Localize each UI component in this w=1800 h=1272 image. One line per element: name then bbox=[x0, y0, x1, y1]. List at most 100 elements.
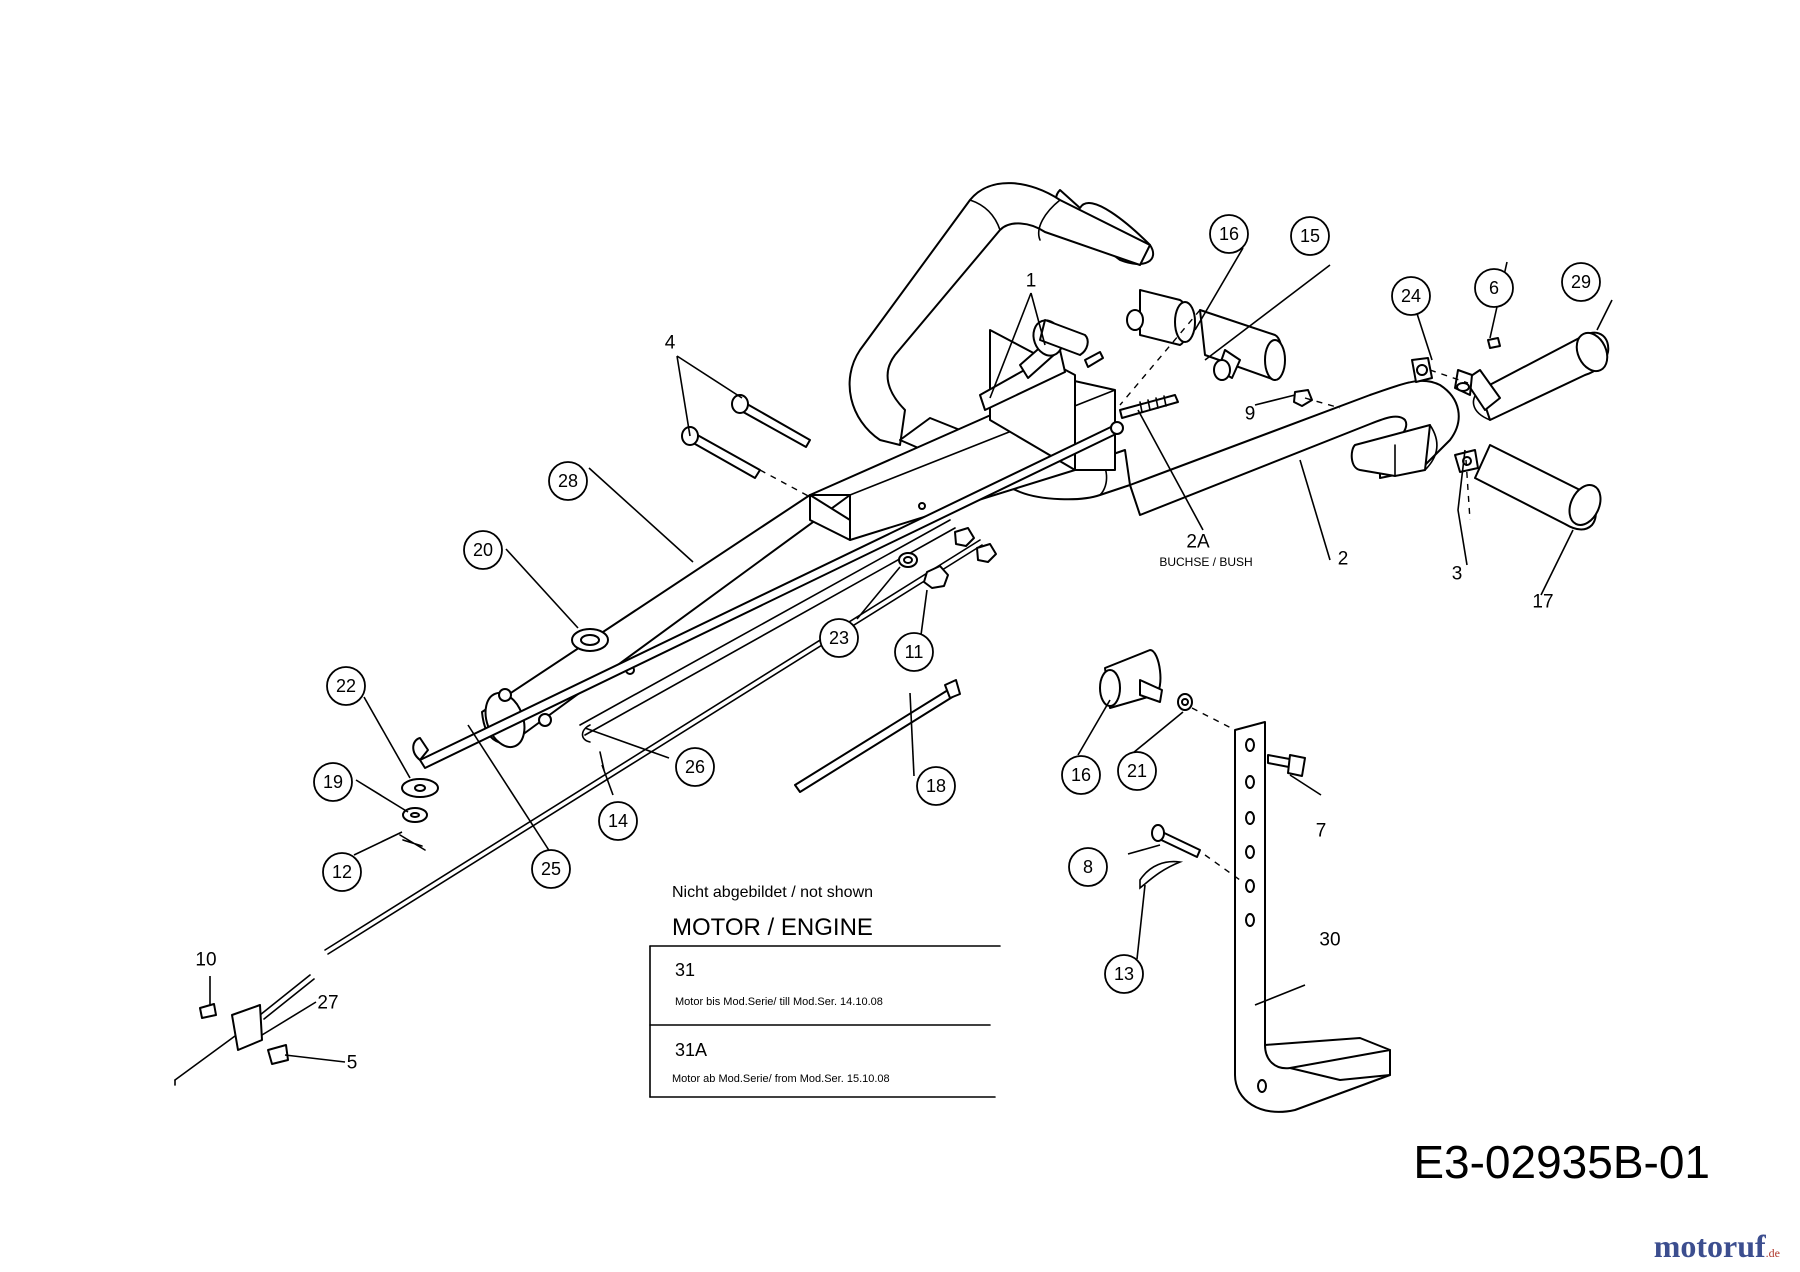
callout-circle bbox=[916, 766, 956, 806]
control-rods bbox=[412, 421, 1124, 769]
engine-row-description: Motor bis Mod.Serie/ till Mod.Ser. 14.10… bbox=[675, 996, 883, 1008]
cable-clamp bbox=[199, 1003, 289, 1065]
callout-15: 15 bbox=[1290, 216, 1330, 256]
cable-tie-18 bbox=[794, 679, 961, 793]
callout-circle bbox=[548, 461, 588, 501]
callout-29: 29 bbox=[1561, 262, 1601, 302]
logo-name: motoruf bbox=[1653, 1228, 1766, 1264]
not-shown-heading: Nicht abgebildet / not shown bbox=[672, 884, 874, 901]
callout-1: 1 bbox=[1026, 271, 1037, 292]
motoruf-logo: motoruf.de bbox=[1654, 1228, 1780, 1265]
callout-circle bbox=[1061, 755, 1101, 795]
callout-25: 25 bbox=[531, 849, 571, 889]
callout-16: 16 bbox=[1209, 214, 1249, 254]
callout-number: 5 bbox=[347, 1053, 358, 1074]
callout-number: 3 bbox=[1452, 564, 1463, 585]
tee-16-upper bbox=[1126, 289, 1196, 346]
callout-8: 8 bbox=[1068, 847, 1108, 887]
callout-number: 20 bbox=[473, 540, 493, 560]
engine-row-description: Motor ab Mod.Serie/ from Mod.Ser. 15.10.… bbox=[672, 1073, 890, 1085]
tee-15 bbox=[1199, 309, 1286, 381]
callout-number: 2A bbox=[1186, 532, 1210, 553]
engine-row-code: 31A bbox=[675, 1040, 708, 1060]
callout-19: 19 bbox=[313, 762, 353, 802]
callout-number: 6 bbox=[1489, 278, 1499, 298]
callout-number: 1 bbox=[1026, 271, 1037, 292]
callout-number: 15 bbox=[1300, 226, 1320, 246]
callout-14: 14 bbox=[598, 801, 638, 841]
callout-number: 8 bbox=[1083, 857, 1093, 877]
callout-number: 29 bbox=[1571, 272, 1591, 292]
callout-26: 26 bbox=[675, 747, 715, 787]
callout-number: 12 bbox=[332, 862, 352, 882]
callout-17: 17 bbox=[1532, 592, 1553, 613]
callout-number: 11 bbox=[905, 642, 924, 662]
callout-number: 21 bbox=[1127, 761, 1147, 781]
bolts-4 bbox=[681, 394, 811, 479]
callout-number: 2 bbox=[1338, 549, 1349, 570]
callout-number: 16 bbox=[1219, 224, 1239, 244]
callout-circle bbox=[463, 530, 503, 570]
callout-number: 27 bbox=[317, 993, 338, 1014]
bracket-clamp bbox=[1411, 337, 1501, 473]
grip-29 bbox=[1472, 331, 1610, 421]
assembly-lines bbox=[759, 309, 1471, 881]
callout-circle bbox=[1209, 214, 1249, 254]
drawing-number: E3-02935B-01 bbox=[1413, 1136, 1710, 1188]
callout-number: 7 bbox=[1316, 821, 1327, 842]
callout-number: 24 bbox=[1401, 286, 1421, 306]
callout-20: 20 bbox=[463, 530, 503, 570]
engine-group-title: MOTOR / ENGINE bbox=[672, 914, 873, 941]
grommet-20 bbox=[571, 628, 609, 652]
callout-16: 16 bbox=[1061, 755, 1101, 795]
callout-9: 9 bbox=[1245, 404, 1256, 425]
callout-11: 11 bbox=[894, 632, 934, 672]
callout-number: 18 bbox=[926, 776, 946, 796]
not-shown-table bbox=[649, 945, 1001, 1098]
callout-circle bbox=[531, 849, 571, 889]
callout-number: 28 bbox=[558, 471, 578, 491]
callout-number: 16 bbox=[1071, 765, 1091, 785]
threaded-rod bbox=[1084, 351, 1179, 419]
callout-13: 13 bbox=[1104, 954, 1144, 994]
callout-circle bbox=[326, 666, 366, 706]
callout-number: 13 bbox=[1114, 964, 1134, 984]
callout-4: 4 bbox=[665, 333, 676, 354]
callout-number: 14 bbox=[608, 811, 628, 831]
logo-tld: .de bbox=[1765, 1246, 1780, 1260]
callout-6: 6 bbox=[1474, 268, 1514, 308]
callout-circle bbox=[1290, 216, 1330, 256]
callout-21: 21 bbox=[1117, 751, 1157, 791]
callout-number: 26 bbox=[685, 757, 705, 777]
callout-28: 28 bbox=[548, 461, 588, 501]
callout-circle bbox=[1104, 954, 1144, 994]
callout-number: 22 bbox=[336, 676, 356, 696]
washers-left bbox=[399, 751, 605, 851]
callout-circle bbox=[1561, 262, 1601, 302]
callout-circle bbox=[1068, 847, 1108, 887]
callout-circle bbox=[313, 762, 353, 802]
callout-circle bbox=[1117, 751, 1157, 791]
center-hardware bbox=[898, 389, 1313, 589]
engine-row-code: 31 bbox=[675, 960, 696, 980]
callout-number: 19 bbox=[323, 772, 343, 792]
callout-5: 5 bbox=[347, 1053, 358, 1074]
callout-circle bbox=[1391, 276, 1431, 316]
callout-2A: 2A bbox=[1186, 532, 1210, 553]
callout-labels: 122A345678910111213141516161718192021222… bbox=[195, 214, 1601, 1074]
callout-3: 3 bbox=[1452, 564, 1463, 585]
callout-number: 23 bbox=[829, 628, 849, 648]
callout-circle bbox=[1474, 268, 1514, 308]
callout-circle bbox=[675, 747, 715, 787]
callout-2: 2 bbox=[1338, 549, 1349, 570]
callout-27: 27 bbox=[317, 993, 338, 1014]
callout-number: 17 bbox=[1532, 592, 1553, 613]
callout-10: 10 bbox=[195, 950, 216, 971]
callout-18: 18 bbox=[916, 766, 956, 806]
callout-30: 30 bbox=[1319, 930, 1340, 951]
callout-7: 7 bbox=[1316, 821, 1327, 842]
callout-23: 23 bbox=[819, 618, 859, 658]
callout-circle bbox=[322, 852, 362, 892]
callout-24: 24 bbox=[1391, 276, 1431, 316]
